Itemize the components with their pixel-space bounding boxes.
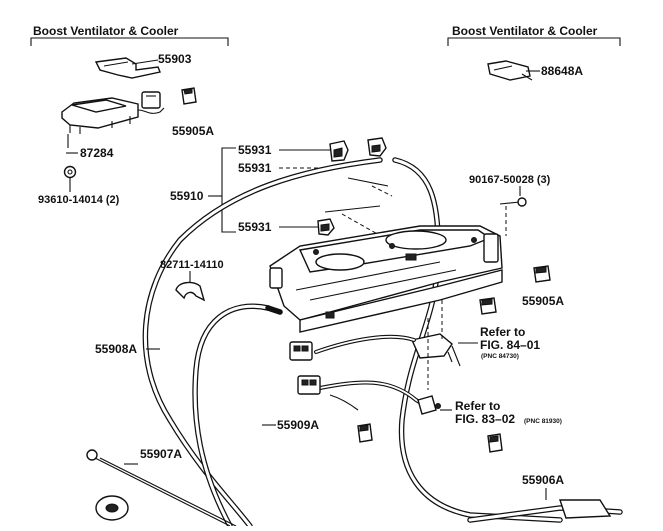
bracket-55910 xyxy=(221,147,236,233)
label-55910: 55910 xyxy=(170,189,204,203)
bracket-55903 xyxy=(94,57,161,79)
left-header-bracket xyxy=(30,37,229,46)
cable-b xyxy=(324,205,381,213)
label-90167: 90167-50028 (3) xyxy=(469,174,551,186)
label-55909A: 55909A xyxy=(277,418,319,432)
ref1-pnc: (PNC 84730) xyxy=(481,353,519,360)
cable-a xyxy=(347,177,389,187)
right-header-title: Boost Ventilator & Cooler xyxy=(452,24,598,38)
label-55931-b: 55931 xyxy=(238,161,272,175)
left-header-title: Boost Ventilator & Cooler xyxy=(33,24,179,38)
leader-55903 xyxy=(131,59,159,65)
harness-connector-1 xyxy=(289,341,313,361)
right-header-bracket xyxy=(447,37,621,46)
label-55931-a: 55931 xyxy=(238,143,272,157)
ref2-line2: FIG. 83–02 xyxy=(455,412,515,426)
grommet xyxy=(95,495,129,521)
hose-55909A xyxy=(192,303,283,529)
clip-lower-2 xyxy=(487,433,503,453)
label-55907A: 55907A xyxy=(140,447,182,461)
wire-harness xyxy=(314,334,428,411)
relay-connector xyxy=(141,91,161,109)
label-55931-c: 55931 xyxy=(238,220,272,234)
right-header-group: Boost Ventilator & Cooler xyxy=(447,24,621,46)
connector-55905A-right-1 xyxy=(533,265,551,283)
blower-switch xyxy=(411,333,461,367)
connector-88648A xyxy=(487,60,533,81)
label-55905A-right: 55905A xyxy=(522,294,564,308)
label-93610: 93610-14014 (2) xyxy=(38,194,120,206)
harness-connector-2 xyxy=(297,375,321,395)
sensor-plug xyxy=(417,395,441,415)
clip-55931-3 xyxy=(317,218,335,236)
label-88648A: 88648A xyxy=(541,64,583,78)
clip-82711 xyxy=(175,281,206,302)
heater-control-assembly xyxy=(269,225,503,333)
connector-55905A-top xyxy=(181,87,197,105)
relay-87284 xyxy=(61,97,165,134)
label-55903: 55903 xyxy=(158,52,192,66)
left-header-group: Boost Ventilator & Cooler xyxy=(30,24,229,46)
clip-55931-1 xyxy=(329,140,349,162)
ref2-pnc: (PNC 81930) xyxy=(524,418,562,425)
hose-55906A xyxy=(467,499,623,523)
cable-55907A xyxy=(86,449,237,527)
connector-55905A-right-2 xyxy=(479,297,497,315)
label-55906A: 55906A xyxy=(522,473,564,487)
ref1-line2: FIG. 84–01 xyxy=(480,338,540,352)
label-87284: 87284 xyxy=(80,146,114,160)
label-82711: 82711-14110 xyxy=(160,259,224,271)
ref2-line1: Refer to xyxy=(455,399,500,413)
clip-55931-2 xyxy=(367,137,387,157)
label-55908A: 55908A xyxy=(95,342,137,356)
label-55905A-top: 55905A xyxy=(172,124,214,138)
ref1-line1: Refer to xyxy=(480,325,525,339)
screw-90167 xyxy=(499,197,527,207)
dashed-guide-b xyxy=(371,185,393,197)
clip-lower-1 xyxy=(357,423,373,443)
screw-93610 xyxy=(63,165,77,179)
